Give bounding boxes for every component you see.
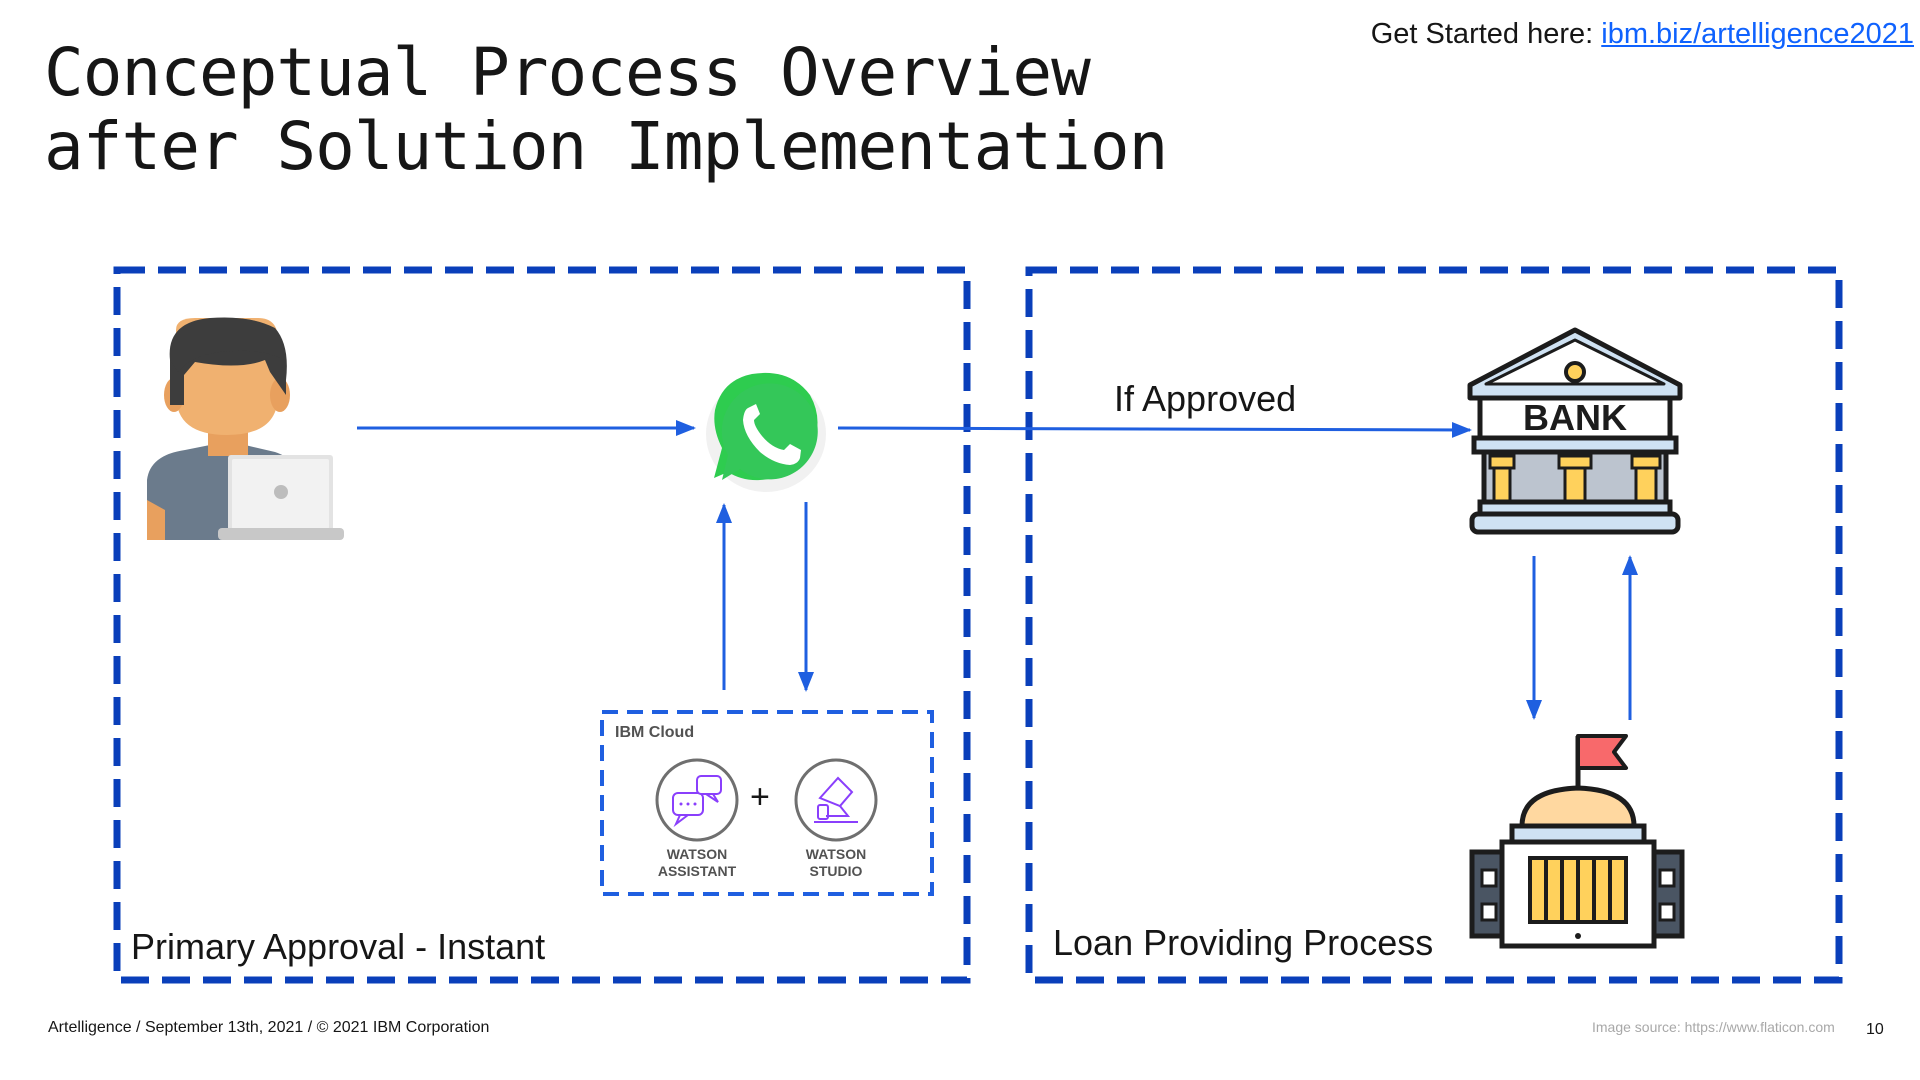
get-started-prefix: Get Started here:: [1370, 18, 1602, 50]
footer-text: Artelligence / September 13th, 2021 / © …: [48, 1019, 490, 1036]
title-line-1: Conceptual Process Overview: [44, 34, 1091, 111]
title-line-2: after Solution Implementation: [44, 108, 1168, 185]
ibm-cloud-box: [600, 710, 934, 896]
watson-assistant-label-line1: WATSON: [666, 846, 728, 862]
watson-studio-label: WATSON STUDIO: [781, 846, 891, 880]
primary-approval-label: Primary Approval - Instant: [131, 926, 546, 967]
watson-studio-label-line2: STUDIO: [809, 863, 863, 879]
arrow-whatsapp-to-bank: [837, 421, 1472, 438]
plus-sign: +: [750, 778, 770, 816]
watson-assistant-label: WATSON ASSISTANT: [642, 846, 752, 880]
bank-sign-text: BANK: [1523, 397, 1627, 438]
get-started-link[interactable]: ibm.biz/artelligence2021: [1601, 18, 1914, 50]
watson-assistant-icon: [655, 758, 739, 842]
slide-title: Conceptual Process Overview after Soluti…: [44, 34, 1168, 185]
loan-process-label: Loan Providing Process: [1053, 922, 1434, 963]
watson-assistant-label-line2: ASSISTANT: [657, 863, 737, 879]
user-laptop-icon: [147, 317, 344, 540]
bank-icon: BANK: [1467, 327, 1683, 535]
government-building-icon: [1469, 734, 1685, 949]
page-number: 10: [1866, 1021, 1884, 1038]
primary-approval-box: [113, 266, 971, 984]
image-source-text: Image source: https://www.flaticon.com: [1592, 1019, 1835, 1035]
arrow-label-if-approved: If Approved: [1114, 378, 1297, 419]
whatsapp-icon: [706, 372, 826, 492]
watson-studio-icon: [794, 758, 878, 842]
watson-studio-label-line1: WATSON: [805, 846, 867, 862]
ibm-cloud-title: IBM Cloud: [615, 724, 695, 741]
loan-process-box: [1025, 266, 1843, 984]
get-started: Get Started here: ibm.biz/artelligence20…: [1371, 18, 1914, 51]
